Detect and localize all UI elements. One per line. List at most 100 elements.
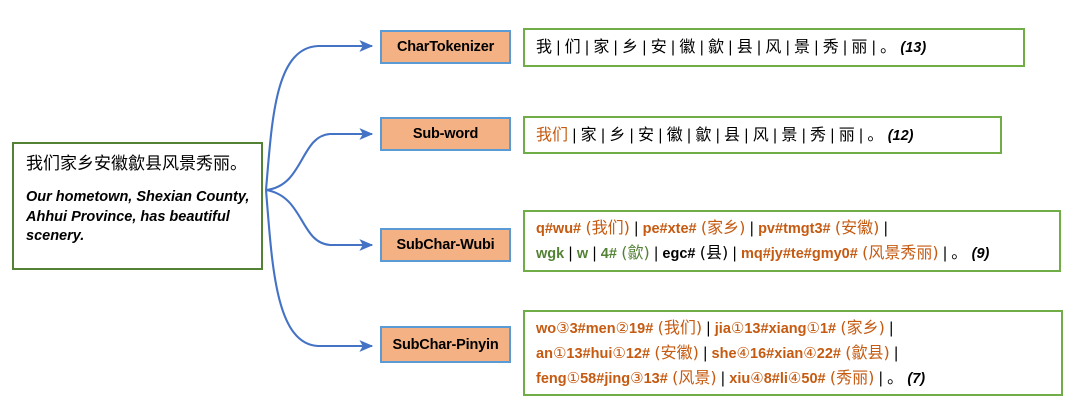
token-lines: q#wu# (我们) | pe#xte# (家乡) | pv#tmgt3# (安… xyxy=(536,216,989,266)
token-separator: | xyxy=(883,220,888,237)
token-line: 我 | 们 | 家 | 乡 | 安 | 徽 | 歙 | 县 | 风 | 景 | … xyxy=(536,35,926,60)
token: (风景秀丽) xyxy=(862,243,939,262)
token: 风 xyxy=(765,37,782,56)
token: (县) xyxy=(699,243,729,262)
token-separator: | xyxy=(843,39,848,56)
token: 徽 xyxy=(679,37,696,56)
token-line: 我们 | 家 | 乡 | 安 | 徽 | 歙 | 县 | 风 | 景 | 秀 |… xyxy=(536,123,914,148)
token-separator: | xyxy=(894,344,899,362)
token-separator: | xyxy=(629,126,634,144)
token-separator: | xyxy=(720,369,725,387)
token-separator: | xyxy=(556,39,561,56)
token: 。 xyxy=(887,367,904,387)
token-count: (9) xyxy=(971,246,990,262)
token-separator: | xyxy=(859,126,864,144)
token: she④16#xian④22# xyxy=(711,343,841,362)
token-separator: | xyxy=(613,39,618,56)
token: (风景) xyxy=(672,367,717,387)
token: 我们 xyxy=(536,124,569,144)
token: 。 xyxy=(867,124,884,144)
token-lines: wo③3#men②19# (我们) | jia①13#xiang①1# (家乡)… xyxy=(536,316,925,391)
token: wgk xyxy=(536,246,565,262)
token-count: (13) xyxy=(900,40,927,56)
token: 徽 xyxy=(666,124,683,144)
token: xiu④8#li④50# xyxy=(729,368,826,387)
tokenized-output-subchar-wubi: q#wu# (我们) | pe#xte# (家乡) | pv#tmgt3# (安… xyxy=(523,210,1061,272)
token: 风 xyxy=(752,124,769,144)
token: (秀丽) xyxy=(829,367,875,387)
token-separator: | xyxy=(749,220,754,237)
arrow-to-subchar-pinyin xyxy=(264,189,374,352)
token-separator: | xyxy=(878,369,883,387)
arrow-to-chartokenizer xyxy=(264,40,374,191)
token: (我们) xyxy=(585,218,630,237)
token-line: wo③3#men②19# (我们) | jia①13#xiang①1# (家乡)… xyxy=(536,316,925,341)
source-sentence-box: 我们家乡安徽歙县风景秀丽。 Our hometown, Shexian Coun… xyxy=(12,142,263,270)
token: 县 xyxy=(736,37,753,56)
token: (家乡) xyxy=(840,317,885,337)
token: feng①58#jing③13# xyxy=(536,368,668,387)
token-separator: | xyxy=(699,39,704,56)
token-lines: 我们 | 家 | 乡 | 安 | 徽 | 歙 | 县 | 风 | 景 | 秀 |… xyxy=(536,123,914,148)
token-separator: | xyxy=(703,344,708,362)
tokenized-output-subchar-pinyin: wo③3#men②19# (我们) | jia①13#xiang①1# (家乡)… xyxy=(523,310,1063,396)
token-count: (7) xyxy=(907,370,926,387)
method-label-subword[interactable]: Sub-word xyxy=(380,117,511,151)
method-label-chartokenizer[interactable]: CharTokenizer xyxy=(380,30,511,64)
token: mq#jy#te#gmy0# xyxy=(740,246,858,262)
token-separator: | xyxy=(801,126,806,144)
token: (我们) xyxy=(657,317,703,337)
token: 家 xyxy=(580,124,597,144)
token-separator: | xyxy=(814,39,819,56)
token-separator: | xyxy=(572,126,577,144)
token: 景 xyxy=(794,37,811,56)
token: (安徽) xyxy=(834,218,880,237)
token: (歙县) xyxy=(845,342,890,362)
token-lines: 我 | 们 | 家 | 乡 | 安 | 徽 | 歙 | 县 | 风 | 景 | … xyxy=(536,35,926,60)
arrow-to-subword xyxy=(265,128,374,192)
token: w xyxy=(576,246,589,262)
token-separator: | xyxy=(642,39,647,56)
token: 歙 xyxy=(708,37,725,56)
token-separator: | xyxy=(671,39,676,56)
token-separator: | xyxy=(728,39,733,56)
tokenized-output-chartokenizer: 我 | 们 | 家 | 乡 | 安 | 徽 | 歙 | 县 | 风 | 景 | … xyxy=(523,28,1025,67)
token-separator: | xyxy=(654,245,659,262)
token: 。 xyxy=(880,37,897,56)
token: 丽 xyxy=(838,124,855,144)
token: 安 xyxy=(650,37,667,56)
token-separator: | xyxy=(601,126,606,144)
token-separator: | xyxy=(830,126,835,144)
token: (歙) xyxy=(621,243,650,262)
token: (安徽) xyxy=(654,342,699,362)
token: pv#tmgt3# xyxy=(758,221,831,237)
token: egc# xyxy=(662,246,696,262)
token-separator: | xyxy=(757,39,762,56)
token: 歙 xyxy=(695,124,712,144)
token-separator: | xyxy=(687,126,692,144)
token-line: feng①58#jing③13# (风景) | xiu④8#li④50# (秀丽… xyxy=(536,366,925,391)
token: 们 xyxy=(564,37,581,56)
method-label-subchar-pinyin[interactable]: SubChar-Pinyin xyxy=(380,326,511,363)
token-separator: | xyxy=(706,319,711,337)
token-separator: | xyxy=(634,220,639,237)
token: jia①13#xiang①1# xyxy=(714,318,837,337)
token-separator: | xyxy=(585,39,590,56)
source-chinese-text: 我们家乡安徽歙县风景秀丽。 xyxy=(26,154,247,174)
token-line: q#wu# (我们) | pe#xte# (家乡) | pv#tmgt3# (安… xyxy=(536,216,989,241)
method-label-subchar-wubi[interactable]: SubChar-Wubi xyxy=(380,228,511,262)
token: pe#xte# xyxy=(642,221,697,237)
token: 县 xyxy=(724,124,741,144)
source-english-translation: Our hometown, Shexian County, Ahhui Prov… xyxy=(26,189,250,244)
token: 。 xyxy=(951,243,968,262)
token: (家乡) xyxy=(700,218,746,237)
token-separator: | xyxy=(744,126,749,144)
token-line: wgk | w | 4# (歙) | egc# (县) | mq#jy#te#g… xyxy=(536,241,989,266)
token-separator: | xyxy=(773,126,778,144)
token-separator: | xyxy=(658,126,663,144)
token: 乡 xyxy=(609,124,626,144)
token-separator: | xyxy=(889,319,894,337)
tokenized-output-subword: 我们 | 家 | 乡 | 安 | 徽 | 歙 | 县 | 风 | 景 | 秀 |… xyxy=(523,116,1002,154)
token: 景 xyxy=(781,124,798,144)
